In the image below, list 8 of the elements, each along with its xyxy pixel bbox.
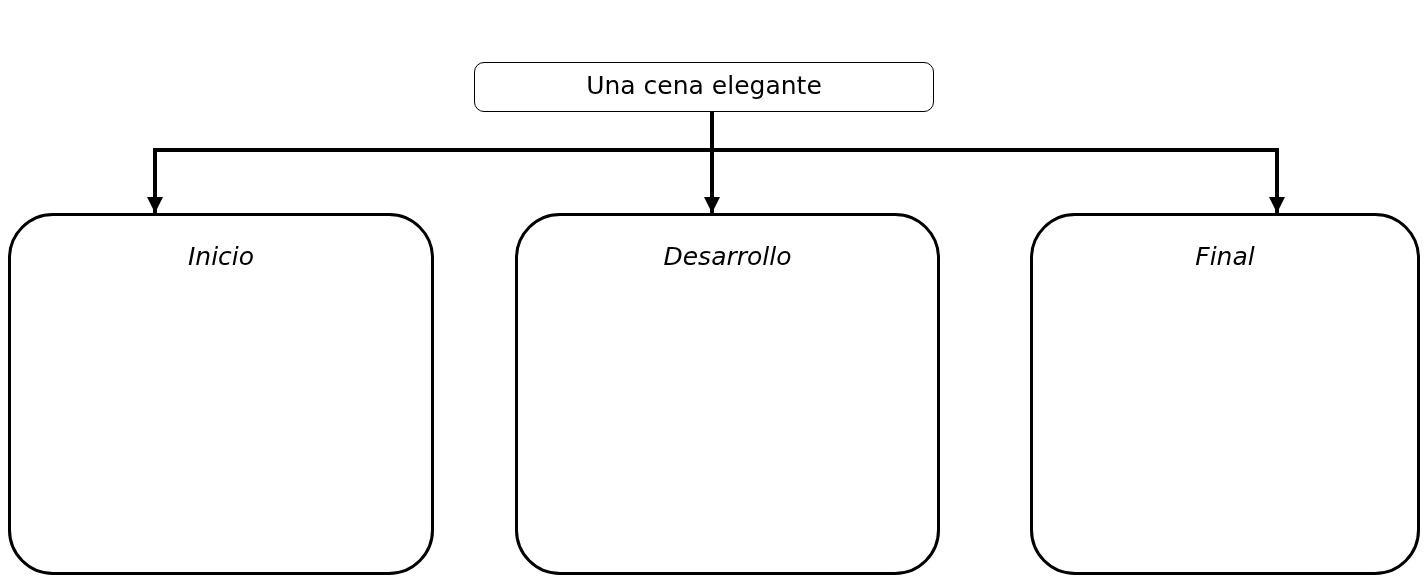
section-heading: Inicio bbox=[187, 242, 255, 271]
box-title: Una cena elegante bbox=[586, 71, 822, 100]
section-box bbox=[8, 213, 434, 575]
section-heading: Final bbox=[1195, 242, 1255, 271]
section-heading: Desarrollo bbox=[663, 242, 792, 271]
section-box bbox=[515, 213, 940, 575]
title-box bbox=[474, 62, 934, 112]
section-box bbox=[1030, 213, 1420, 575]
